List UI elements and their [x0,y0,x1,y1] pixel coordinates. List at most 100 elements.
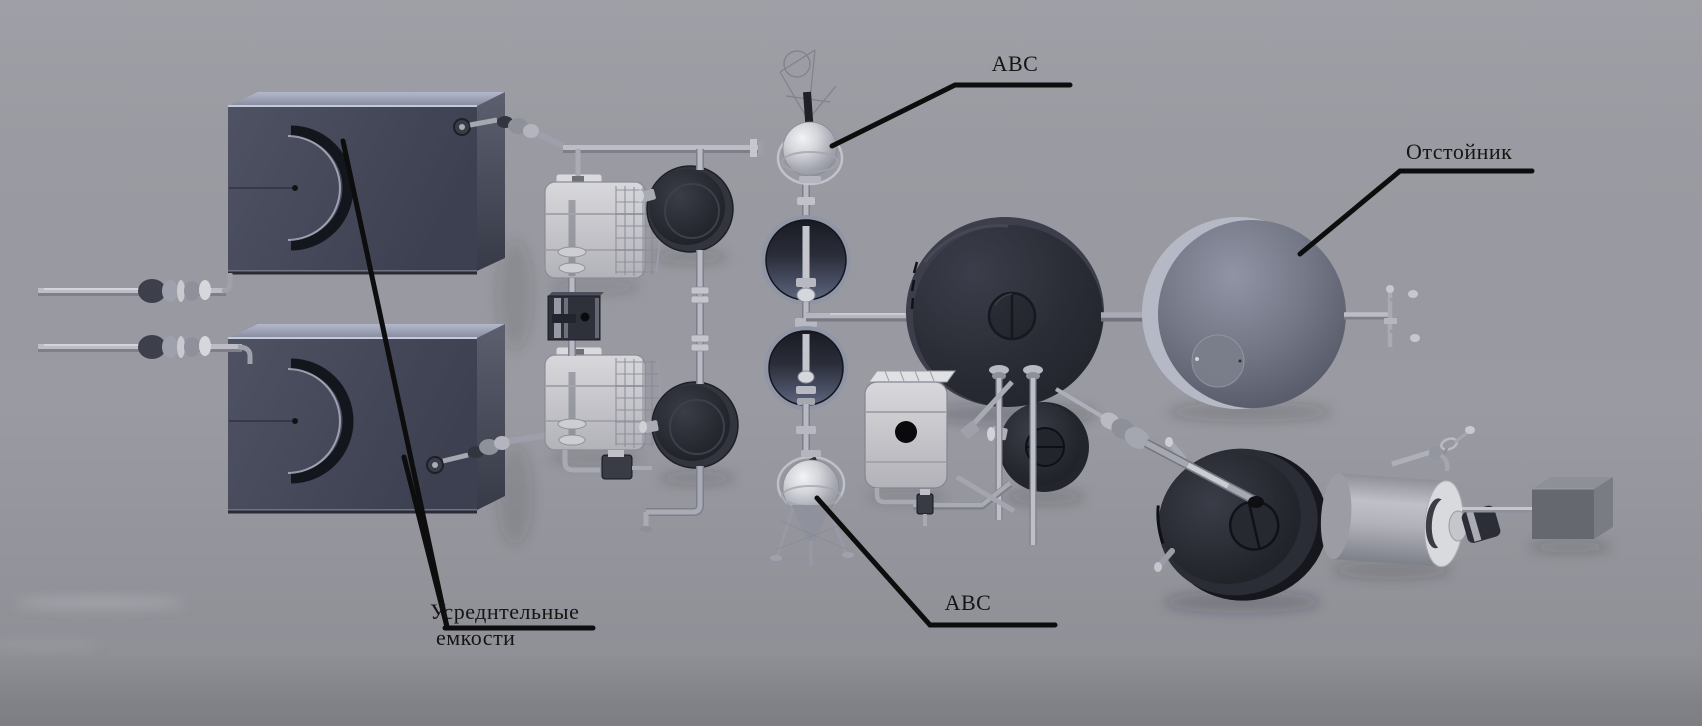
brace-wires [776,520,848,550]
disk-stub-cap [987,427,995,441]
dosing-box [864,370,956,526]
horizontal-cylinder [1320,473,1464,568]
pipe-segment [1054,387,1105,419]
pipe-to-bottom-sphere [796,404,816,452]
reducer [1124,427,1150,449]
flange [557,246,587,258]
manway-highlight [287,368,341,474]
flange [690,334,710,343]
disk-face [654,385,730,461]
contact-sphere-1 [761,215,851,305]
stub-cap [1465,426,1475,434]
stub-cap [1154,562,1162,572]
flange [797,197,815,205]
manway-crescent [290,358,354,484]
label-abc-bottom: АВС [944,590,992,615]
flange [799,176,821,183]
settler-outlet [1344,285,1420,347]
sphere-body [1158,220,1346,408]
tank-side-face [477,324,505,510]
cylinder-end-fittings [1448,505,1501,543]
tank-top-face [228,92,505,106]
nozzle-flange [989,365,1009,375]
flange [690,295,710,304]
pipe-outlet [797,370,815,384]
flange [797,398,815,405]
settler-sphere [1142,217,1346,409]
face-crescent-cover [1431,498,1454,549]
pump-ring [177,280,185,302]
flange-center [432,462,438,468]
pump-ring [177,336,185,358]
pump-cap [199,336,211,356]
label-settler: Отстойник [1406,139,1513,164]
pipe-inlet-hole [1248,496,1264,508]
box-top [868,370,956,383]
tote-cap-band [572,349,584,357]
cage-grid [615,358,659,448]
level-dot [292,185,298,191]
sphere-equator [781,151,839,173]
tote-drain-valve [562,450,652,480]
contact-sphere-2 [764,326,848,410]
tank-top-face [228,324,505,338]
block-bar [552,314,576,323]
shadow [1164,591,1320,613]
label-averaging-tanks: Усреднтельные емкости [430,599,579,651]
cube-top [1532,477,1613,489]
outlet-pipe [536,131,565,149]
shadow [1168,402,1332,422]
disk-stub [640,188,656,203]
foot [842,552,854,558]
pipe-elbow [221,273,233,294]
valve-stem [1442,447,1449,456]
manhole-highlight [994,293,1013,306]
flange-center [459,124,465,130]
cage-grid [615,186,659,276]
pump-collar [162,280,178,302]
pipe-elbow [237,344,253,364]
floor-highlight [15,598,185,608]
rim-ribs [1156,505,1165,544]
flotation-disk-2 [639,381,739,469]
leader-averaging-short [401,454,450,630]
cylinder-body [1331,473,1447,567]
sampling-valve [1391,426,1475,472]
disk-stub-cap [636,190,644,202]
disk-stub [643,420,659,433]
pump-disc [138,279,166,303]
pipe-network [563,139,763,532]
disk-inner-ring [664,183,720,239]
flange [796,426,816,434]
rim-highlight [923,224,1009,263]
sphere-patch [1191,334,1245,388]
bottom-right-disk [1156,448,1328,601]
stub [1157,548,1175,568]
manway-highlight [287,135,341,241]
block-top [548,292,604,296]
shadow [1528,541,1612,553]
p ipe-highlight [1186,462,1230,489]
cap-band [1466,510,1482,542]
valve-body [523,124,539,138]
tank-side-face [477,92,505,271]
pipe-zigzag [913,481,1012,508]
antenna-wires [779,49,837,121]
flange [801,450,821,457]
shadow [497,240,533,350]
ibc-tote-2 [544,346,662,451]
foot [770,555,782,561]
manhole-bar [1247,502,1261,549]
elbow-curve [1439,453,1450,472]
pipe-segment [1391,449,1432,467]
block-edge [595,298,599,338]
leader-averaging-long [340,138,450,630]
averaging-tank-2 [228,324,641,514]
pump-collar [184,337,200,357]
pump-block [547,278,604,356]
patch-bolt [1238,359,1242,363]
valve-body [601,454,633,480]
disk-inner-ring [669,399,725,455]
